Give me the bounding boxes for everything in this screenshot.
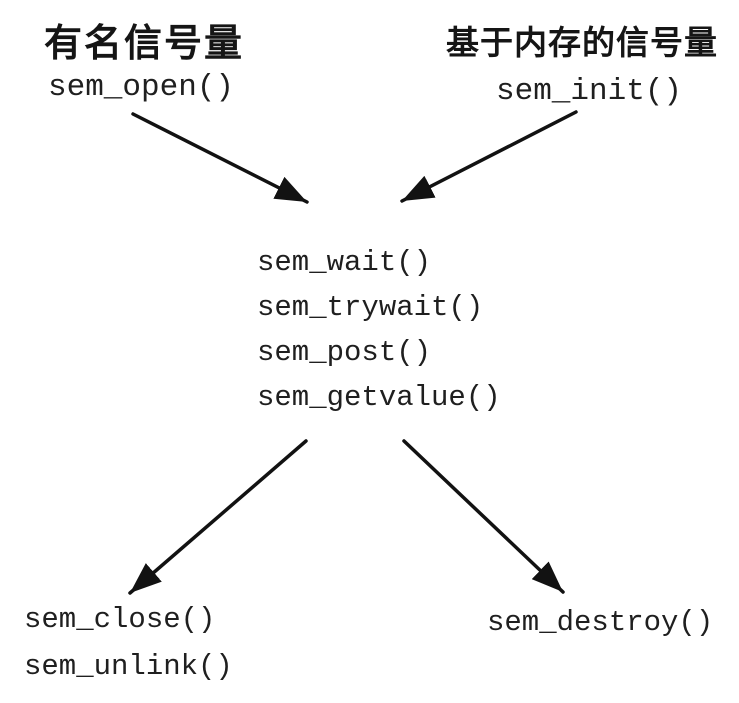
sem-destroy-label: sem_destroy() bbox=[487, 606, 714, 639]
named-cleanup-block: sem_close() sem_unlink() bbox=[24, 596, 233, 690]
named-semaphore-title: 有名信号量 bbox=[44, 23, 245, 65]
arrow-sem-init-to-core bbox=[400, 110, 578, 203]
sem-trywait-label: sem_trywait() bbox=[257, 291, 484, 324]
sem-open-label: sem_open() bbox=[48, 70, 235, 105]
arrow-core-to-sem-destroy bbox=[402, 439, 565, 594]
sem-close-label: sem_close() bbox=[24, 603, 216, 636]
arrow-core-to-sem-close bbox=[128, 439, 308, 595]
sem-post-label: sem_post() bbox=[257, 336, 432, 369]
sem-getvalue-label: sem_getvalue() bbox=[257, 381, 501, 414]
arrow-sem-open-to-core bbox=[131, 112, 309, 204]
sem-init-label: sem_init() bbox=[496, 74, 683, 109]
memory-semaphore-title: 基于内存的信号量 bbox=[446, 24, 718, 61]
sem-wait-label: sem_wait() bbox=[257, 246, 432, 279]
shared-functions-block: sem_wait() sem_trywait() sem_post() sem_… bbox=[257, 240, 501, 420]
sem-unlink-label: sem_unlink() bbox=[24, 650, 233, 683]
